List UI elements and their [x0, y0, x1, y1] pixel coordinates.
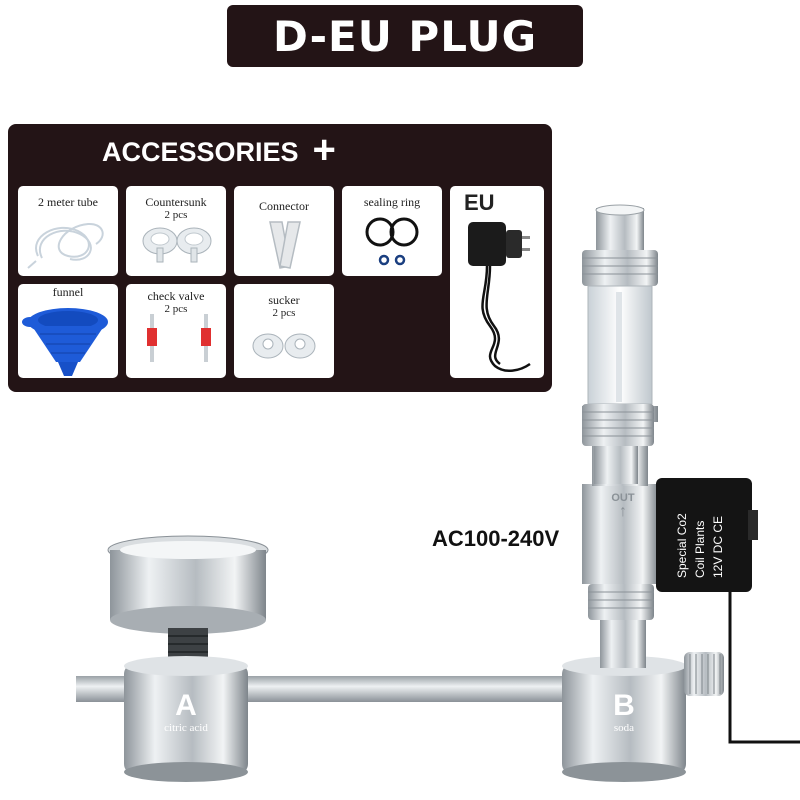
solenoid-label: 12V DC CE Coil Plants Special Co2	[675, 513, 725, 578]
bottle-a-gauge	[107, 535, 269, 668]
accessories-heading: ACCESSORIES +	[102, 130, 336, 170]
accessory-card-countersunk: Countersunk 2 pcs	[126, 186, 226, 276]
accessory-label: sucker 2 pcs	[268, 293, 300, 320]
arrow-up-icon: ↑	[619, 503, 627, 520]
power-cable	[728, 592, 800, 744]
accessory-label: Connector	[259, 199, 309, 213]
accessory-label: check valve 2 pcs	[147, 289, 205, 316]
bubble-counter	[582, 204, 658, 405]
bottle-b-label: B soda	[613, 689, 635, 735]
accessory-card-sealing-ring: sealing ring	[342, 186, 442, 276]
needle-valve-knob	[684, 652, 724, 696]
accessory-label: Countersunk 2 pcs	[145, 195, 207, 222]
accessory-label: 2 meter tube	[38, 195, 98, 209]
co2-generator-illustration	[76, 406, 800, 782]
sucker-icon	[252, 333, 316, 359]
eu-label: EU	[464, 190, 495, 215]
accessory-card-check-valve: check valve 2 pcs	[126, 284, 226, 378]
bottle-a-label: A citric acid	[164, 689, 208, 735]
accessory-card-eu-plug: EU	[450, 186, 544, 378]
outlet-marking: OUT ↑	[606, 492, 640, 520]
accessory-card-sucker: sucker 2 pcs	[234, 284, 334, 378]
page-title: D-EU PLUG	[272, 11, 538, 61]
bottle-a-base	[124, 656, 248, 782]
accessory-label: funnel	[52, 285, 84, 299]
accessory-card-funnel: funnel	[18, 284, 118, 378]
bubble-counter-base	[582, 404, 654, 484]
accessories-title: ACCESSORIES	[102, 136, 299, 167]
plus-icon: +	[312, 128, 336, 172]
countersunk-icon	[142, 227, 212, 263]
accessory-card-connector: Connector	[234, 186, 334, 276]
tube-icon	[27, 222, 104, 269]
sealing-ring-icon	[365, 217, 419, 266]
funnel-icon	[22, 308, 108, 376]
title-banner: D-EU PLUG	[227, 5, 583, 67]
check-valve-icon	[147, 314, 211, 362]
voltage-label: AC100-240V	[432, 526, 560, 551]
accessories-panel: ACCESSORIES + 2 meter tube	[8, 124, 552, 392]
accessory-label: sealing ring	[363, 195, 421, 209]
power-adapter-icon	[468, 222, 531, 372]
connector-icon	[269, 221, 301, 269]
accessory-card-tube: 2 meter tube	[18, 186, 118, 276]
bottle-b-base	[562, 656, 686, 782]
solenoid-coil	[656, 478, 758, 592]
